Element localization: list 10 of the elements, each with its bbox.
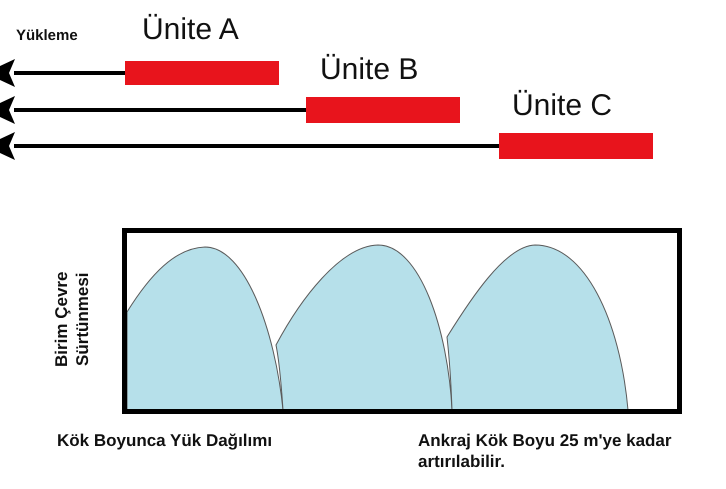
unit-label: Ünite A — [142, 12, 239, 48]
axis-title: Birim Çevre Sürtünmesi — [50, 270, 93, 369]
load-arrow — [0, 96, 306, 124]
note-text: Ankraj Kök Boyu 25 m'ye kadar artırılabilir. — [418, 430, 672, 472]
unit-label: Ünite B — [320, 52, 418, 88]
load-arrow — [0, 132, 499, 160]
load-label: Yükleme — [16, 27, 78, 46]
axis-title: Kök Boyunca Yük Dağılımı — [57, 430, 272, 452]
load-arrow — [0, 59, 125, 87]
unit-label: Ünite C — [512, 88, 612, 124]
